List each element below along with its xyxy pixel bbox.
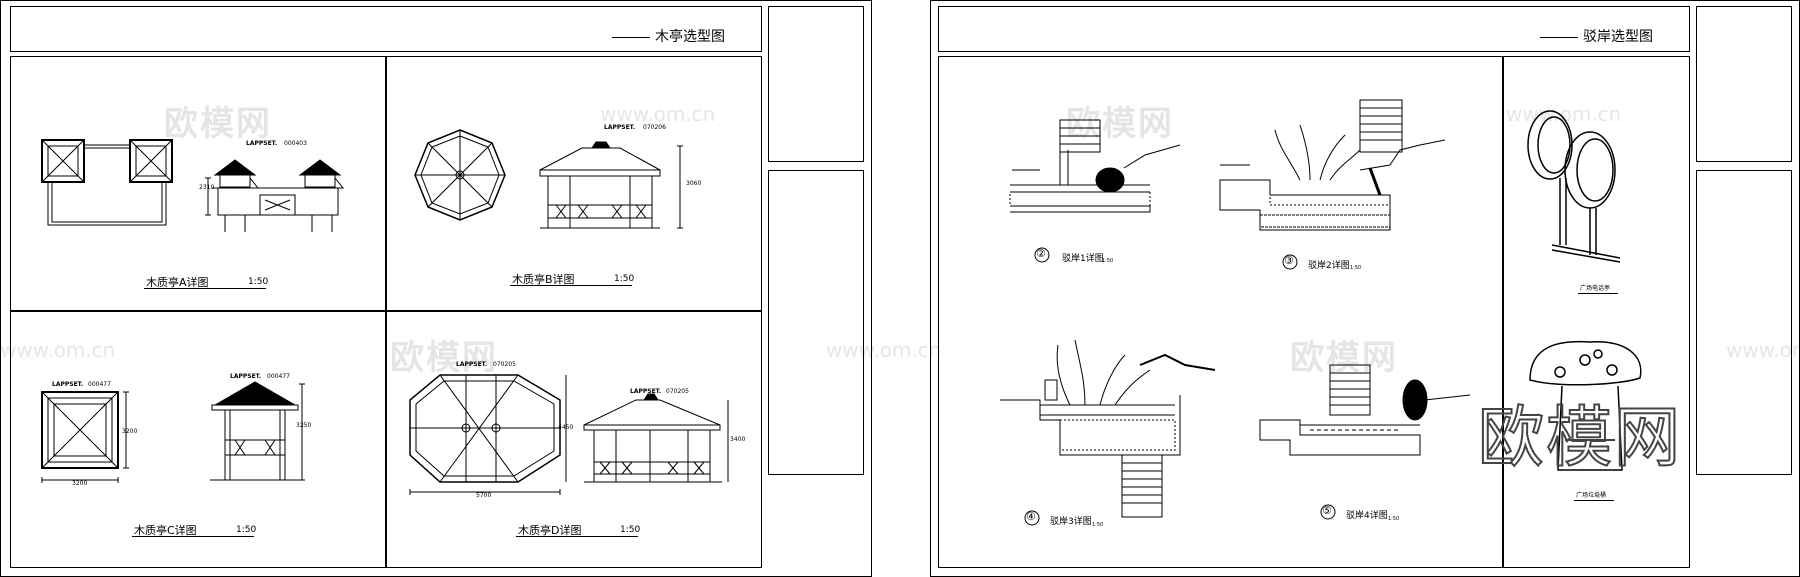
trash-bin-underline	[1574, 500, 1614, 501]
phone-booth-underline	[1578, 293, 1618, 294]
watermark-brand-large: 欧模网	[1477, 398, 1682, 477]
underline-b	[510, 285, 632, 286]
dim-d-height: 3400	[730, 436, 746, 443]
underline-d	[516, 536, 638, 537]
scale-pavilion-d: 1:50	[620, 525, 641, 535]
watermark-brand-3: 欧模网	[1066, 104, 1174, 144]
detail-3-number: ③	[1284, 254, 1294, 267]
phone-booth-label: 广场电话亭	[1580, 285, 1611, 292]
detail-5-label: 驳岸4详图	[1346, 511, 1388, 521]
watermark-url-2: www.om.cn	[0, 338, 116, 362]
detail-3-label: 驳岸2详图	[1308, 261, 1350, 271]
left-side-box-bottom	[768, 170, 864, 475]
code-label-d1: 070205	[493, 361, 516, 368]
detail-2-number: ②	[1036, 247, 1046, 260]
watermark-url-4: www.om.cn	[1506, 102, 1622, 126]
right-sheet-title: 驳岸选型图	[1540, 26, 1653, 46]
scale-pavilion-a: 1:50	[248, 277, 269, 287]
left-divider-horizontal	[10, 310, 762, 312]
watermark-brand-2: 欧模网	[390, 338, 498, 378]
underline-c	[132, 536, 254, 537]
dim-a-height: 2310	[199, 184, 215, 191]
caption-pavilion-d: 木质亭D详图	[518, 524, 582, 537]
underline-a	[144, 288, 266, 289]
dim-b-height: 3060	[686, 180, 702, 187]
dim-d-width: 5700	[476, 492, 492, 499]
watermark-url-1: www.om.cn	[600, 102, 716, 126]
detail-5-number: ⑤	[1322, 504, 1332, 517]
detail-4-scale: 1:50	[1092, 522, 1104, 528]
right-main-area	[938, 56, 1690, 568]
lappset-label-c1: LAPPSET.	[52, 381, 84, 388]
right-divider-vertical	[1502, 56, 1504, 568]
watermark-url-5: www.om.cn	[1726, 338, 1800, 362]
scale-pavilion-c: 1:50	[236, 525, 257, 535]
code-label-c2: 000477	[267, 373, 290, 380]
detail-4-number: ④	[1026, 510, 1036, 523]
detail-2-scale: 1:50	[1102, 258, 1114, 264]
right-side-box-top	[1696, 6, 1792, 162]
caption-pavilion-b: 木质亭B详图	[512, 273, 575, 286]
dim-d-depth: 4450	[558, 424, 574, 431]
code-label-a: 000403	[284, 140, 307, 147]
dim-c-height: 3250	[296, 422, 312, 429]
lappset-label-c2: LAPPSET.	[230, 373, 262, 380]
right-title-bar	[938, 6, 1690, 52]
left-divider-vertical	[385, 56, 387, 568]
detail-3-scale: 1:50	[1350, 265, 1362, 271]
left-sheet-title: 木亭选型图	[612, 26, 725, 46]
watermark-brand-1: 欧模网	[164, 104, 272, 144]
caption-pavilion-a: 木质亭A详图	[146, 276, 209, 289]
code-label-b: 070206	[643, 124, 666, 131]
lappset-label-b: LAPPSET.	[604, 124, 636, 131]
lappset-label-a: LAPPSET.	[246, 140, 278, 147]
detail-2-label: 驳岸1详图	[1062, 254, 1104, 264]
code-label-d2: 070205	[666, 388, 689, 395]
detail-5-scale: 1:50	[1388, 516, 1400, 522]
code-label-c1: 000477	[88, 381, 111, 388]
lappset-label-d1: LAPPSET.	[456, 361, 488, 368]
lappset-label-d2: LAPPSET.	[630, 388, 662, 395]
dim-c-depth: 3200	[122, 428, 138, 435]
left-title-bar	[10, 6, 762, 52]
right-side-box-bottom	[1696, 170, 1792, 475]
dim-c-width: 3200	[72, 480, 88, 487]
trash-bin-label: 广场垃圾桶	[1576, 492, 1607, 499]
detail-4-label: 驳岸3详图	[1050, 517, 1092, 527]
scale-pavilion-b: 1:50	[614, 274, 635, 284]
left-side-box-top	[768, 6, 864, 162]
watermark-url-3: www.om.cn	[826, 338, 942, 362]
watermark-brand-4: 欧模网	[1290, 338, 1398, 378]
caption-pavilion-c: 木质亭C详图	[134, 524, 197, 537]
